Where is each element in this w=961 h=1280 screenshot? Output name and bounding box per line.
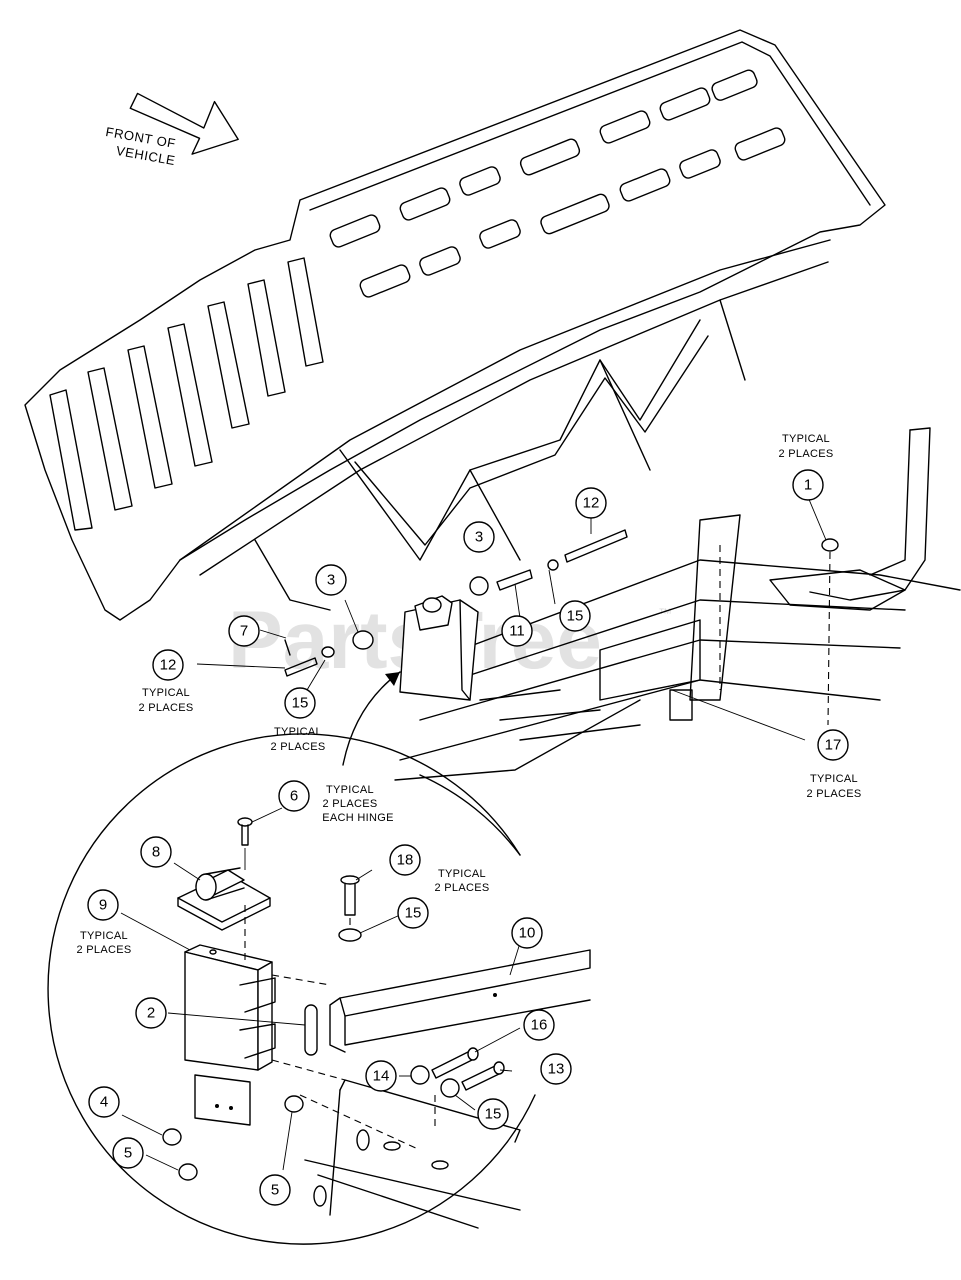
svg-text:15: 15 xyxy=(567,608,584,625)
main-view-leaders xyxy=(196,496,831,741)
bed-bracket-part xyxy=(184,944,276,1126)
svg-text:TYPICAL: TYPICAL xyxy=(782,433,830,445)
svg-text:2 PLACES: 2 PLACES xyxy=(807,788,862,800)
svg-text:TYPICAL: TYPICAL xyxy=(274,726,322,738)
callout-15-detail-lower: 15 xyxy=(477,1098,509,1130)
svg-text:TYPICAL: TYPICAL xyxy=(142,687,190,699)
note-typical-6: TYPICAL 2 PLACES EACH HINGE xyxy=(322,784,393,824)
svg-text:18: 18 xyxy=(397,852,414,869)
svg-text:2 PLACES: 2 PLACES xyxy=(139,702,194,714)
svg-text:7: 7 xyxy=(240,623,248,640)
frame-rail xyxy=(329,949,591,1053)
svg-text:2 PLACES: 2 PLACES xyxy=(435,882,490,894)
callouts: 1 2 3 3 4 5 5 6 7 8 9 10 11 12 12 13 14 … xyxy=(87,469,849,1206)
svg-text:TYPICAL: TYPICAL xyxy=(326,784,374,796)
vehicle-frame xyxy=(394,427,961,781)
svg-text:2 PLACES: 2 PLACES xyxy=(323,798,378,810)
watermark-trademark: ™ xyxy=(658,605,672,621)
svg-text:3: 3 xyxy=(475,529,483,546)
svg-text:6: 6 xyxy=(290,788,298,805)
callout-13: 13 xyxy=(540,1053,572,1085)
cargo-bed xyxy=(24,29,886,621)
svg-text:EACH HINGE: EACH HINGE xyxy=(322,812,393,824)
callout-8: 8 xyxy=(140,836,172,868)
hinge-screw xyxy=(237,817,253,870)
hinge-bracket-main xyxy=(399,595,479,701)
bed-underside-frame xyxy=(179,239,831,611)
callout-5-left: 5 xyxy=(112,1137,144,1169)
hinge-part xyxy=(177,867,271,931)
svg-text:15: 15 xyxy=(405,905,422,922)
callout-3-lower: 3 xyxy=(315,564,347,596)
lower-frame-channel xyxy=(304,1079,521,1229)
svg-text:2 PLACES: 2 PLACES xyxy=(779,448,834,460)
svg-text:5: 5 xyxy=(124,1145,132,1162)
detail-view-leaders xyxy=(120,807,521,1171)
notes: TYPICAL 2 PLACES TYPICAL 2 PLACES TYPICA… xyxy=(77,433,862,956)
svg-text:14: 14 xyxy=(373,1068,390,1085)
svg-text:5: 5 xyxy=(271,1182,279,1199)
svg-text:17: 17 xyxy=(825,737,842,754)
svg-text:10: 10 xyxy=(519,925,536,942)
svg-text:15: 15 xyxy=(292,695,309,712)
svg-text:TYPICAL: TYPICAL xyxy=(80,930,128,942)
bed-floor-slots xyxy=(329,69,786,298)
callout-4: 4 xyxy=(88,1086,120,1118)
svg-text:9: 9 xyxy=(99,897,107,914)
detail-view xyxy=(47,733,591,1245)
callout-15-detail-upper: 15 xyxy=(397,897,429,929)
hinge-pin xyxy=(304,1004,318,1056)
nuts xyxy=(162,1095,304,1181)
callout-17: 17 xyxy=(817,729,849,761)
callout-15-main-left: 15 xyxy=(284,687,316,719)
callout-7: 7 xyxy=(228,615,260,647)
note-typical-17: TYPICAL 2 PLACES xyxy=(807,773,862,800)
callout-6: 6 xyxy=(278,780,310,812)
svg-text:15: 15 xyxy=(485,1106,502,1123)
mount-bolt xyxy=(338,875,362,942)
note-typical-18: TYPICAL 2 PLACES xyxy=(435,868,490,894)
svg-text:1: 1 xyxy=(804,477,812,494)
bed-ribs xyxy=(49,257,324,531)
callout-5-bottom: 5 xyxy=(259,1174,291,1206)
svg-text:11: 11 xyxy=(509,623,525,640)
svg-text:2 PLACES: 2 PLACES xyxy=(271,741,326,753)
rail-bolts xyxy=(410,1047,505,1098)
callout-2: 2 xyxy=(135,997,167,1029)
note-typical-15: TYPICAL 2 PLACES xyxy=(271,726,326,753)
svg-text:12: 12 xyxy=(160,657,177,674)
svg-text:13: 13 xyxy=(548,1061,565,1078)
callout-18: 18 xyxy=(389,844,421,876)
callout-14: 14 xyxy=(365,1060,397,1092)
svg-text:4: 4 xyxy=(100,1094,108,1111)
detail-pointer-arrow-icon xyxy=(342,671,401,766)
svg-text:16: 16 xyxy=(531,1017,548,1034)
svg-text:3: 3 xyxy=(327,572,335,589)
callout-12-upper: 12 xyxy=(575,487,607,519)
svg-text:TYPICAL: TYPICAL xyxy=(438,868,486,880)
svg-text:2 PLACES: 2 PLACES xyxy=(77,944,132,956)
callout-11: 11 xyxy=(501,615,533,647)
callout-10: 10 xyxy=(511,917,543,949)
callout-12-lower: 12 xyxy=(152,649,184,681)
note-typical-9: TYPICAL 2 PLACES xyxy=(77,930,132,956)
note-typical-12: TYPICAL 2 PLACES xyxy=(139,687,194,714)
callout-9: 9 xyxy=(87,889,119,921)
svg-text:8: 8 xyxy=(152,844,160,861)
main-view-fasteners xyxy=(284,529,839,677)
svg-text:TYPICAL: TYPICAL xyxy=(810,773,858,785)
callout-15-main-right: 15 xyxy=(559,600,591,632)
callout-16: 16 xyxy=(523,1009,555,1041)
note-typical-1: TYPICAL 2 PLACES xyxy=(779,433,834,460)
front-of-vehicle-arrow-icon xyxy=(129,92,239,155)
callout-3-upper: 3 xyxy=(463,521,495,553)
svg-text:12: 12 xyxy=(583,495,600,512)
callout-1: 1 xyxy=(792,469,824,501)
svg-text:2: 2 xyxy=(147,1005,155,1022)
